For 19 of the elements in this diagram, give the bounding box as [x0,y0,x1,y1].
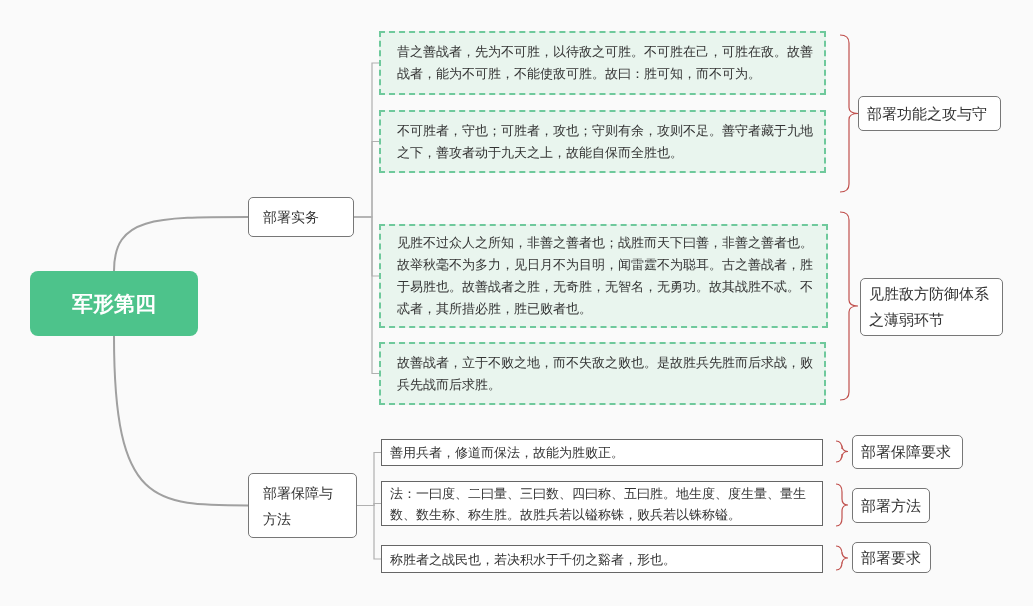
summary-topic: 部署要求 [852,542,931,573]
summary-topic: 部署方法 [852,488,930,523]
summary-topic: 见胜敌方防御体系之薄弱环节 [860,278,1003,336]
connector-line [356,504,382,560]
branch-topic: 部署保障与方法 [248,473,357,538]
summary-topic: 部署保障要求 [852,435,963,469]
connector-line [113,335,249,507]
quote-box: 昔之善战者，先为不可胜，以待敌之可胜。不可胜在己，可胜在敌。故善战者，能为不可胜，不能使敌可胜。故曰：胜可知，而不可为。 [379,31,826,95]
connector-line [353,216,380,375]
quote-box: 善用兵者，修道而保法，故能为胜败正。 [381,439,823,466]
quote-box: 不可胜者，守也；可胜者，攻也；守则有余，攻则不足。善守者藏于九地之下，善攻者动于九天之上，故能自保而全胜也。 [379,110,826,173]
branch-topic: 部署实务 [248,197,354,237]
quote-box: 称胜者之战民也，若决积水于千仞之谿者，形也。 [381,545,823,573]
connector-line [113,216,249,272]
summary-topic: 部署功能之攻与守 [858,96,1001,131]
quote-box: 法：一曰度、二曰量、三曰数、四曰称、五曰胜。地生度、度生量、量生数、数生称、称生胜。故胜兵若以镒称铢，败兵若以铢称镒。 [381,481,823,526]
quote-box: 见胜不过众人之所知，非善之善者也；战胜而天下曰善，非善之善者也。故举秋毫不为多力，见日月不为目明，闻雷霆不为聪耳。古之善战者，胜于易胜也。故善战者之胜，无奇胜，无智名，无勇功。故其战胜不忒。不忒者，其所措必胜，胜已败者也。 [379,224,828,328]
quote-box: 故善战者，立于不败之地，而不失敌之败也。是故胜兵先胜而后求战，败兵先战而后求胜。 [379,342,826,405]
root-topic: 军形第四 [30,271,198,336]
